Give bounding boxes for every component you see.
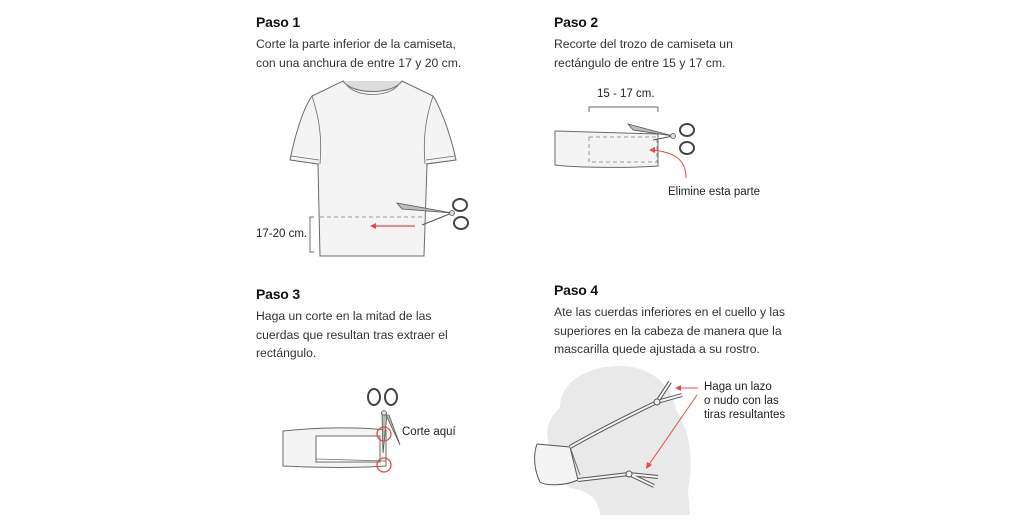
step-3-callout-label: Corte aquí	[402, 426, 456, 438]
step-3-text: Haga un corte en la mitad de las cuerdas…	[256, 307, 516, 363]
step-4: Paso 4 Ate las cuerdas inferiores en el …	[554, 282, 844, 359]
step-4-title: Paso 4	[554, 282, 598, 298]
step-2-line-2: rectángulo de entre 15 y 17 cm.	[554, 55, 726, 70]
step-2-title: Paso 2	[554, 14, 598, 30]
step-1-line-1: Corte la parte inferior de la camiseta,	[256, 37, 456, 51]
step-3-line-2: cuerdas que resultan tras extraer el	[256, 327, 448, 342]
step-4-line-1: Ate las cuerdas inferiores en el cuello …	[554, 305, 786, 319]
step-1-title: Paso 1	[256, 14, 300, 30]
measure-bracket	[588, 106, 659, 112]
cut-marker-bottom	[376, 457, 392, 473]
cut-marker-top	[376, 426, 392, 442]
step-2-measure-label: 15 - 17 cm.	[597, 88, 655, 100]
step-3: Paso 3 Haga un corte en la mitad de las …	[256, 286, 516, 363]
callout-arrow-bottom	[647, 394, 698, 467]
step-2-callout-label: Elimine esta parte	[668, 186, 761, 198]
measure-bracket	[309, 216, 314, 253]
step-1-measure-label: 17-20 cm.	[256, 228, 308, 240]
step-4-text: Ate las cuerdas inferiores en el cuello …	[554, 303, 844, 359]
callout-arrow	[651, 149, 687, 179]
step-1-line-2: con una anchura de entre 17 y 20 cm.	[256, 55, 462, 70]
step-3-line-1: Haga un corte en la mitad de las	[256, 309, 432, 323]
step-3-line-3: rectángulo.	[256, 346, 317, 360]
mask-icon	[534, 443, 579, 486]
step-1: Paso 1 Corte la parte inferior de la cam…	[256, 14, 516, 72]
step-1-text: Corte la parte inferior de la camiseta, …	[256, 35, 516, 72]
head-silhouette-icon	[547, 366, 691, 515]
step-2: Paso 2 Recorte del trozo de camiseta un …	[554, 14, 814, 72]
step-2-text: Recorte del trozo de camiseta un rectáng…	[554, 35, 814, 72]
step-3-title: Paso 3	[256, 286, 300, 302]
scissors-icon	[367, 388, 401, 454]
scissors-icon	[626, 123, 695, 155]
step-4-line-3: mascarilla quede ajustada a su rostro.	[554, 342, 760, 356]
scissors-icon	[395, 198, 469, 230]
step-4-callout-label: Haga un lazo o nudo con las tiras result…	[704, 381, 786, 421]
step-2-line-1: Recorte del trozo de camiseta un	[554, 37, 733, 51]
step-4-line-2: superiores en la cabeza de manera que la	[554, 323, 782, 338]
